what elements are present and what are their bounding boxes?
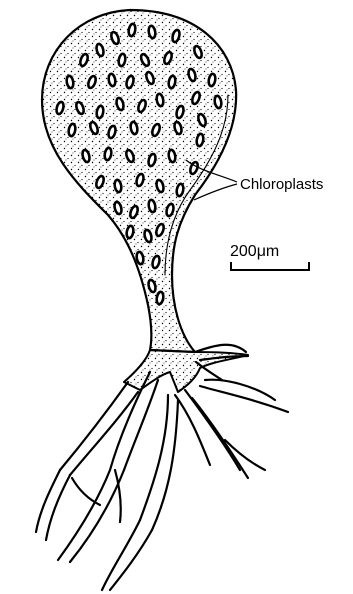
chloroplast bbox=[126, 225, 134, 238]
scale-bar-label: 200μm bbox=[230, 243, 279, 260]
chloroplast bbox=[118, 53, 126, 66]
chloroplast bbox=[68, 123, 76, 136]
chloroplast bbox=[128, 23, 136, 36]
chloroplast bbox=[176, 183, 184, 196]
chloroplast bbox=[148, 199, 156, 212]
chloroplast bbox=[156, 93, 164, 106]
chloroplast bbox=[114, 179, 122, 192]
chloroplast bbox=[96, 105, 104, 118]
chloroplasts-label: Chloroplasts bbox=[240, 176, 323, 193]
chloroplast bbox=[208, 73, 216, 86]
chloroplast bbox=[108, 73, 116, 86]
chloroplast bbox=[130, 121, 138, 134]
chloroplast bbox=[214, 95, 222, 108]
chloroplast bbox=[148, 25, 156, 38]
chloroplast bbox=[168, 75, 176, 88]
chloroplast bbox=[104, 147, 112, 160]
chloroplast bbox=[196, 133, 204, 146]
chloroplast bbox=[168, 149, 176, 162]
rhizoids bbox=[36, 345, 288, 590]
chloroplast bbox=[66, 75, 74, 88]
chloroplast bbox=[136, 251, 144, 264]
chloroplast bbox=[156, 291, 164, 304]
scale-bar bbox=[231, 262, 309, 270]
